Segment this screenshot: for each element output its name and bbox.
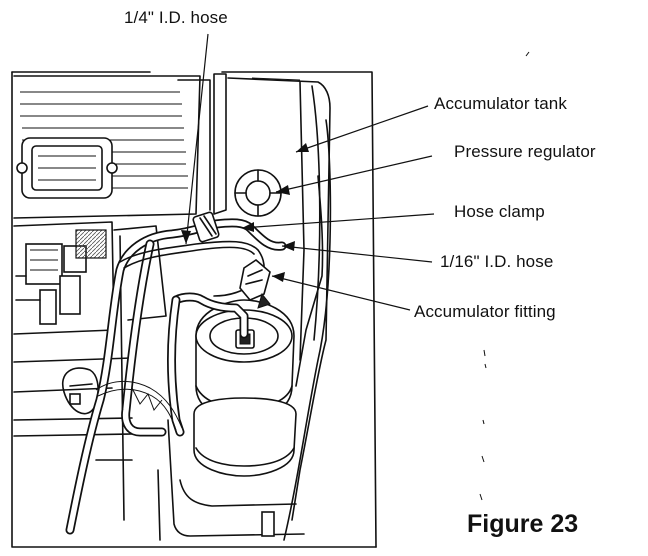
label-hose-clamp: Hose clamp xyxy=(454,202,545,221)
accumulator-fitting xyxy=(239,258,271,309)
wire-bundle xyxy=(95,381,183,431)
label-accumulator-tank: Accumulator tank xyxy=(434,94,567,113)
arrow-sixteenth-hose xyxy=(282,241,295,251)
drawing-frame xyxy=(11,71,377,548)
tank-housing xyxy=(213,73,332,541)
label-accumulator-fitting: Accumulator fitting xyxy=(414,302,556,321)
arrow-quarter-hose xyxy=(181,230,191,244)
base-tray xyxy=(157,419,305,541)
arrow-accumulator-fitting xyxy=(272,272,285,282)
lower-pump xyxy=(61,367,99,415)
electrical-connector xyxy=(16,137,118,199)
arrow-hose-clamp xyxy=(242,222,254,232)
leader-sixteenth-hose xyxy=(281,245,433,263)
leader-lines xyxy=(181,33,435,311)
label-pressure-regulator: Pressure regulator xyxy=(454,142,596,161)
leader-accumulator-tank xyxy=(295,105,429,153)
leader-accumulator-fitting xyxy=(271,275,411,311)
leader-pressure-regulator xyxy=(275,155,433,193)
label-quarter-hose: 1/4" I.D. hose xyxy=(124,8,228,27)
leader-quarter-hose xyxy=(185,33,209,245)
hose-clamp xyxy=(192,211,220,243)
arrow-pressure-regulator xyxy=(276,185,290,195)
valve-block xyxy=(13,221,115,335)
scan-artifacts xyxy=(479,51,530,501)
arrow-accumulator-tank xyxy=(296,143,309,152)
label-sixteenth-hose: 1/16" I.D. hose xyxy=(440,252,554,271)
leader-hose-clamp xyxy=(241,213,435,229)
pressure-regulator xyxy=(234,169,282,217)
figure-caption: Figure 23 xyxy=(467,510,579,538)
